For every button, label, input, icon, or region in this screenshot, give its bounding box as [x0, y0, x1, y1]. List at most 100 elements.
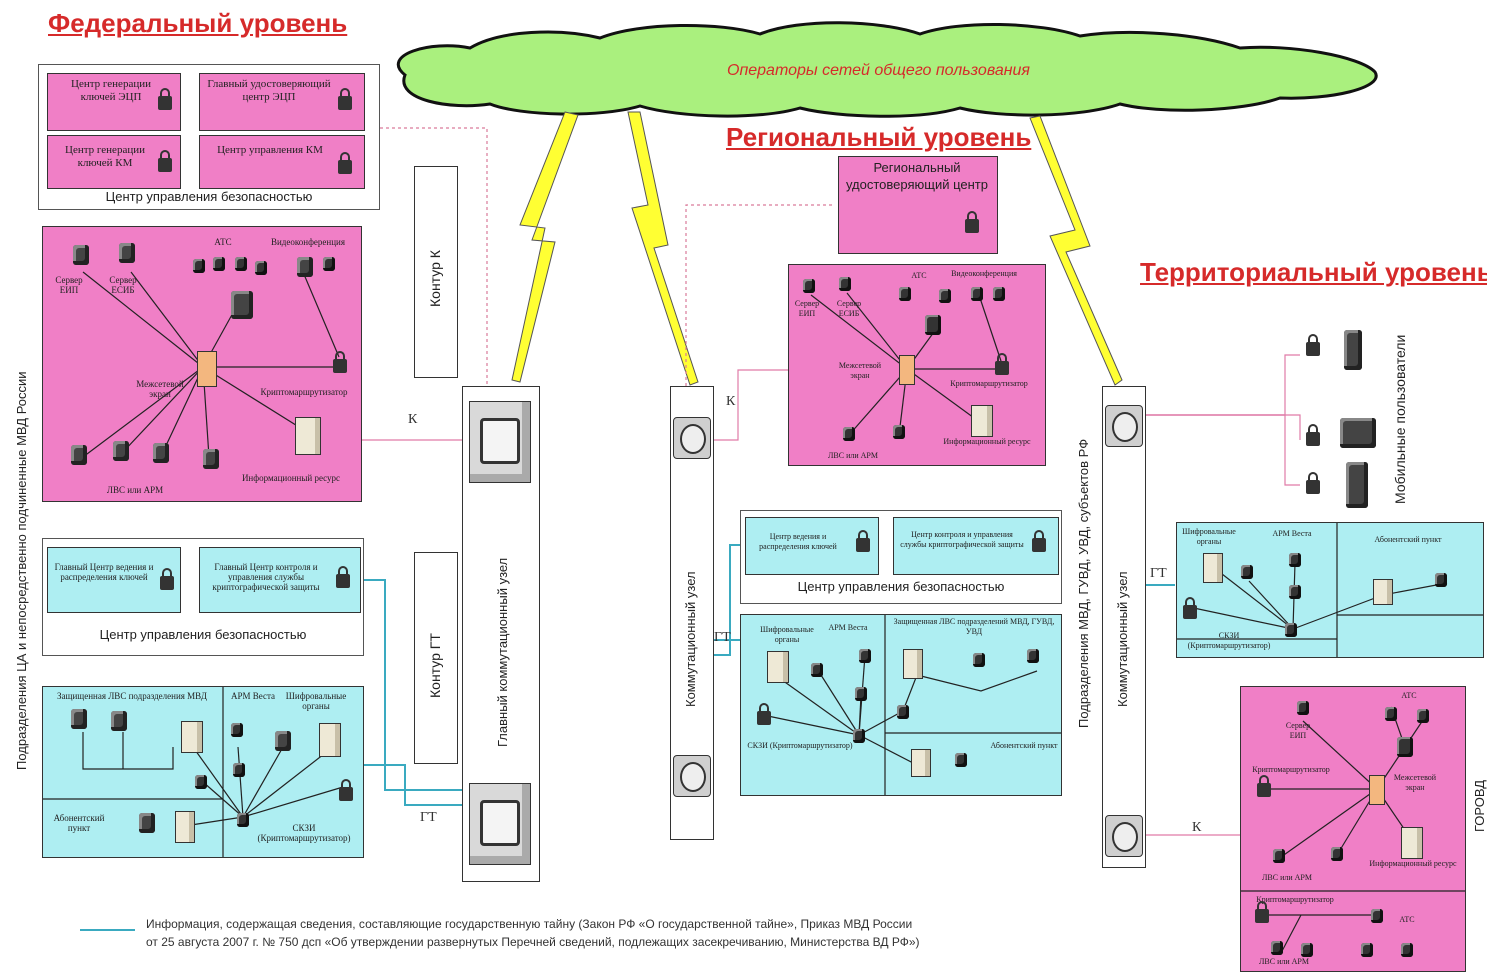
mobile-lock-icon [1306, 472, 1320, 494]
phone-icon [235, 257, 247, 271]
gorovd-atc-label: АТС [1401, 691, 1417, 700]
phone-icon [255, 261, 267, 275]
regional-skzi-label: СКЗИ (Криптомаршрутизатор) [747, 741, 853, 750]
regional-server-esib-label: Сервер ЕСИБ [836, 299, 862, 318]
phone-icon [213, 257, 225, 271]
workstation-icon [71, 445, 87, 465]
workstation-icon [955, 753, 967, 767]
regional-security-center-caption: Центр управления безопасностью [797, 579, 1005, 594]
main-switching-node: Главный коммутационный узел [462, 386, 540, 882]
territorial-arm-vesta-label: АРМ Веста [1272, 529, 1312, 538]
mobile-lock-icon [1306, 334, 1320, 356]
main-crypto-center-label: Главный Центр контроля и управления служ… [212, 562, 320, 592]
contour-gt-label: Контур ГТ [427, 633, 443, 698]
workstation-icon [111, 711, 127, 731]
workstation-icon [843, 427, 855, 441]
server-icon [903, 649, 923, 679]
territorial-secret-lan-links [1177, 523, 1483, 657]
workstation-icon [203, 449, 219, 469]
server-icon [1297, 701, 1309, 715]
gorovd-atc2-label: АТС [1399, 915, 1415, 924]
workstation-icon [1331, 847, 1343, 861]
regional-crypto-center: Центр контроля и управления службы крипт… [893, 517, 1059, 575]
key-gen-ecp-label: Центр генерации ключей ЭЦП [71, 78, 151, 103]
regional-cert-center: Региональный удостоверяющий центр [838, 156, 998, 254]
legend-line-2: от 25 августа 2007 г. № 750 дсп «Об утве… [146, 935, 920, 949]
server-icon [911, 749, 931, 777]
mobile-lock-icon [1306, 424, 1320, 446]
crypto-router-icon [333, 351, 347, 373]
crypto-router-icon [1257, 775, 1271, 797]
federal-lan: Сервер ЕИП Сервер ЕСИБ АТС Видеоконферен… [42, 226, 362, 502]
server-esib-label: Сервер ЕСИБ [109, 275, 137, 295]
workstation-icon [1271, 941, 1283, 955]
federal-secret-security-center: Главный Центр ведения и распределения кл… [42, 538, 364, 656]
federal-side-label: Подразделения ЦА и непосредственно подчи… [14, 371, 29, 770]
key-gen-km-label: Центр генерации ключей КМ [65, 144, 145, 169]
cipher-organs-label: Шифровальные органы [285, 691, 347, 711]
workstation-icon [139, 813, 155, 833]
regional-protected-lan-label: Защищенная ЛВС подразделений МВД, ГУВД, … [893, 617, 1055, 636]
videoconf-label: Видеоконференция [270, 237, 346, 247]
workstations-label: ЛВС или АРМ [106, 485, 164, 495]
link-gt-label: ГТ [420, 810, 437, 825]
km-mgmt-center-label: Центр управления КМ [217, 144, 323, 156]
firewall-icon [197, 351, 217, 387]
videoconf-icon [297, 257, 313, 277]
cipher-server-icon [767, 651, 789, 683]
workstation-icon [1241, 565, 1253, 579]
regional-switch-top-icon [673, 417, 711, 459]
device-icon [855, 687, 867, 701]
gorovd-crypto-router2-label: Криптомаршрутизатор [1256, 895, 1334, 904]
contour-k-label: Контур К [427, 250, 443, 307]
contour-gt: Контур ГТ [414, 552, 458, 764]
firewall-label: Межсетевой экран [136, 379, 184, 399]
atc-label: АТС [214, 237, 232, 247]
router-icon [1285, 623, 1297, 637]
regional-link-k-label: К [726, 394, 736, 409]
info-resource-label: Информационный ресурс [241, 473, 341, 483]
phone-icon [899, 287, 911, 301]
gorovd-server-eip-label: Сервер ЕИП [1285, 721, 1311, 740]
main-cert-center-label: Главный удостоверяющий центр ЭЦП [207, 78, 331, 103]
regional-atc-label: АТС [911, 271, 927, 280]
atc-icon [1397, 737, 1413, 757]
territorial-node-label: Коммутационный узел [1115, 571, 1130, 707]
regional-cipher-organs-label: Шифровальные органы [760, 625, 814, 644]
gorovd-lan-links [1241, 706, 1465, 954]
main-node-bottom-icon [469, 783, 531, 865]
router-icon [853, 729, 865, 743]
server-icon [175, 811, 195, 843]
workstation-icon [811, 663, 823, 677]
territorial-switch-bottom-icon [1105, 815, 1143, 857]
phone-icon [1289, 553, 1301, 567]
pen-key-icon [160, 568, 174, 590]
regional-lan: Сервер ЕИП Сервер ЕСИБ АТС Видеоконферен… [788, 264, 1046, 466]
crypto-router-icon [1255, 901, 1269, 923]
territorial-side-label: Подразделения МВД, ГУВД, УВД, субъектов … [1076, 438, 1091, 728]
phone-icon [1361, 943, 1373, 957]
territorial-subscriber-point-label: Абонентский пункт [1374, 535, 1442, 544]
regional-cert-center-label: Региональный удостоверяющий центр [845, 160, 988, 192]
camera-icon [993, 287, 1005, 301]
laptop-icon [1340, 418, 1376, 448]
cipher-server-icon [1203, 553, 1223, 583]
server-icon [839, 277, 851, 291]
pen-key-icon [856, 530, 870, 552]
federal-level-title: Федеральный уровень [48, 8, 348, 38]
atc-icon [925, 315, 941, 335]
gorovd-firewall-label: Межсетевой экран [1393, 773, 1437, 792]
main-crypto-center: Главный Центр контроля и управления служ… [199, 547, 361, 613]
info-resource-icon [1401, 827, 1423, 859]
territorial-switching-node: Коммутационный узел [1102, 386, 1146, 868]
workstation-icon [113, 441, 129, 461]
link-k-label: К [408, 412, 418, 427]
key-gen-km-center: Центр генерации ключей КМ [47, 135, 181, 189]
regional-secret-lan-links [762, 615, 1061, 795]
regional-subscriber-point-label: Абонентский пункт [990, 741, 1058, 750]
server-icon [119, 243, 135, 263]
lightning-bolt-3 [1029, 115, 1123, 386]
lightning-bolt-2 [627, 111, 699, 386]
regional-arm-vesta-label: АРМ Веста [828, 623, 868, 632]
